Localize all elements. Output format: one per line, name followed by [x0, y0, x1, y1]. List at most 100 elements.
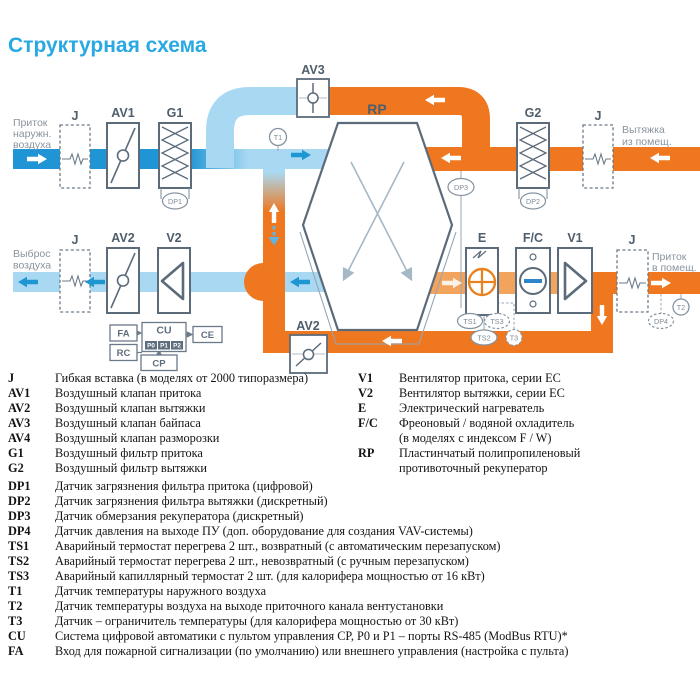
component-labels: J AV1 G1 AV3 RP G2 J J AV2 V2 E F/C V1 J… — [72, 63, 636, 333]
svg-text:CU: CU — [156, 325, 171, 337]
arrow-left-icon — [425, 94, 445, 106]
flex-insert-icon — [619, 276, 646, 290]
svg-text:TS1: TS1 — [463, 317, 476, 326]
arrow-left-icon — [290, 276, 310, 288]
svg-text:DP2: DP2 — [526, 197, 540, 206]
svg-text:P2: P2 — [173, 343, 181, 350]
svg-text:наружн.: наружн. — [13, 128, 51, 140]
component-v1 — [557, 247, 593, 314]
flex-insert-icon — [62, 152, 88, 166]
svg-text:P1: P1 — [160, 343, 168, 350]
component-av2-defrost — [289, 334, 328, 374]
svg-text:AV2: AV2 — [111, 231, 134, 245]
flex-insert-icon — [62, 274, 88, 288]
arrow-down-icon — [596, 305, 608, 325]
svg-text:T3: T3 — [510, 334, 518, 343]
svg-text:FA: FA — [117, 329, 129, 340]
arrow-right-icon — [27, 153, 47, 165]
arrow-left-icon — [441, 152, 461, 164]
svg-text:J: J — [72, 233, 79, 247]
component-av2 — [106, 247, 140, 314]
arrow-right-icon — [442, 277, 462, 289]
sensor-dp4 — [647, 312, 675, 330]
svg-text:TS3: TS3 — [490, 317, 503, 326]
page-title: Структурная схема — [8, 34, 207, 57]
arrow-down-dashed-icon — [268, 237, 280, 246]
fan-icon — [563, 261, 588, 301]
filter-icon — [518, 126, 548, 180]
component-j-intake — [59, 124, 91, 189]
svg-text:воздуха: воздуха — [13, 139, 51, 151]
control-cluster: FA RC CU P0 P1 P2 CE CP — [109, 321, 223, 372]
svg-text:Выброс: Выброс — [13, 248, 51, 260]
arrow-left-icon — [650, 152, 670, 164]
svg-text:V2: V2 — [166, 231, 181, 245]
bypass-duct-orange — [320, 87, 490, 152]
arrow-up-icon — [268, 203, 280, 223]
svg-text:P0: P0 — [147, 343, 155, 350]
svg-text:F/C: F/C — [523, 231, 543, 245]
flex-insert-icon — [585, 152, 611, 166]
component-fc-cooler — [515, 247, 551, 314]
cp-box — [140, 354, 178, 372]
component-av1 — [106, 122, 140, 189]
svg-text:DP4: DP4 — [654, 317, 668, 326]
svg-text:T1: T1 — [274, 133, 282, 142]
crossflow-arrow — [350, 161, 413, 282]
component-j-extract — [582, 124, 614, 189]
sensor-dp1 — [161, 192, 189, 210]
sensor-dp3 — [447, 177, 475, 197]
arrow-left-icon — [382, 335, 402, 347]
scheme-diagram: T1 DP1 DP2 DP3 TS1 TS3 TS2 T3 T2 DP4 — [13, 63, 700, 374]
recirculation-bottom-duct — [263, 331, 613, 353]
filter-icon — [160, 126, 190, 180]
component-g1 — [158, 122, 192, 199]
fan-icon — [160, 261, 185, 301]
port-p1 — [158, 341, 170, 350]
sensors: T1 DP1 DP2 DP3 TS1 TS3 TS2 T3 T2 DP4 — [161, 127, 690, 347]
defrost-vertical-duct — [244, 163, 285, 353]
svg-text:J: J — [72, 109, 79, 123]
heater-icon — [472, 250, 487, 259]
sensor-dp2 — [519, 192, 547, 210]
component-j-discharge — [59, 249, 91, 313]
svg-text:J: J — [629, 233, 636, 247]
rc-box — [109, 343, 138, 362]
svg-text:в помещ.: в помещ. — [652, 262, 697, 274]
svg-text:DP3: DP3 — [454, 183, 468, 192]
sensor-ts2 — [470, 329, 498, 346]
sensor-t3 — [505, 328, 523, 347]
svg-text:V1: V1 — [567, 231, 582, 245]
recuperator-rp — [299, 121, 457, 345]
svg-text:G2: G2 — [525, 106, 542, 120]
svg-text:из помещ.: из помещ. — [622, 136, 672, 148]
sensor-t1 — [268, 127, 288, 147]
port-p0 — [145, 341, 157, 350]
arrow-right-icon — [291, 149, 311, 161]
bypass-duct-light-blue — [206, 87, 298, 168]
sensor-t2 — [672, 298, 690, 316]
svg-text:Приток: Приток — [13, 117, 48, 129]
arrow-left-icon — [85, 276, 105, 288]
svg-text:AV3: AV3 — [301, 63, 324, 77]
svg-text:CE: CE — [201, 330, 214, 341]
component-v2 — [157, 247, 191, 314]
